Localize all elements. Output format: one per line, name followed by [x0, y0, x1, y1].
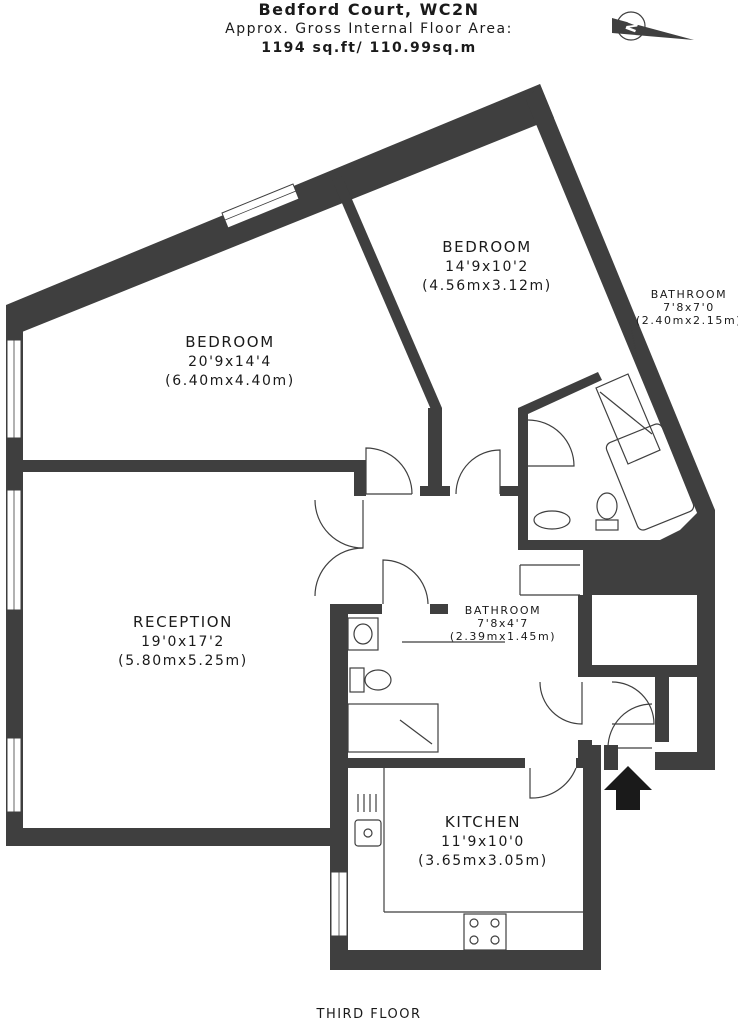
room-name: BATHROOM	[465, 604, 541, 617]
room-name: KITCHEN	[445, 813, 521, 831]
kitchen-fixtures	[354, 794, 507, 951]
sink-icon	[533, 510, 571, 530]
property-title: Bedford Court, WC2N	[258, 0, 480, 19]
room-name: BEDROOM	[442, 238, 532, 256]
room-dim-metric: (2.40mx2.15m)	[636, 314, 738, 327]
windows	[6, 183, 348, 937]
room-dim-metric: (2.39mx1.45m)	[450, 630, 556, 643]
internal-walls	[6, 176, 698, 913]
area-value: 1194 sq.ft/ 110.99sq.m	[261, 40, 477, 56]
room-dim-metric: (6.40mx4.40m)	[165, 373, 295, 389]
floor-label: THIRD FLOOR	[316, 1007, 422, 1022]
room-label-reception: RECEPTION 19'0x17'2 (5.80mx5.25m)	[118, 613, 248, 669]
compass-icon: N	[612, 11, 694, 41]
room-label-bedroom1: BEDROOM 20'9x14'4 (6.40mx4.40m)	[165, 333, 295, 389]
room-dim-imperial: 20'9x14'4	[188, 354, 272, 370]
room-label-bathroom1: BATHROOM 7'8x7'0 (2.40mx2.15m)	[636, 288, 738, 327]
bathroom1-fixtures	[533, 373, 695, 531]
room-label-bathroom2: BATHROOM 7'8x4'7 (2.39mx1.45m)	[450, 604, 556, 643]
room-dim-imperial: 14'9x10'2	[445, 259, 529, 275]
room-name: RECEPTION	[133, 613, 233, 631]
room-label-kitchen: KITCHEN 11'9x10'0 (3.65mx3.05m)	[418, 813, 548, 869]
hob-icon	[463, 913, 507, 951]
room-dim-imperial: 19'0x17'2	[141, 634, 225, 650]
room-dim-metric: (3.65mx3.05m)	[418, 853, 548, 869]
bathtub-icon	[347, 703, 439, 753]
room-name: BATHROOM	[651, 288, 727, 301]
doors	[314, 419, 655, 799]
room-dim-imperial: 11'9x10'0	[441, 834, 525, 850]
room-name: BEDROOM	[185, 333, 275, 351]
toilet-icon	[596, 492, 618, 520]
entrance-arrow-icon	[604, 766, 652, 810]
bathroom2-fixtures	[347, 617, 439, 753]
sink-icon	[354, 819, 382, 847]
outer-walls	[6, 84, 715, 970]
sink-icon	[347, 617, 379, 651]
room-dim-metric: (4.56mx3.12m)	[422, 278, 552, 294]
toilet-icon	[364, 669, 392, 691]
bathtub-icon	[605, 423, 695, 531]
room-dim-imperial: 7'8x7'0	[663, 301, 715, 314]
area-subtitle: Approx. Gross Internal Floor Area:	[225, 21, 513, 37]
room-dim-imperial: 7'8x4'7	[477, 617, 529, 630]
compass-letter: N	[623, 18, 642, 34]
room-label-bedroom2: BEDROOM 14'9x10'2 (4.56mx3.12m)	[422, 238, 552, 294]
room-dim-metric: (5.80mx5.25m)	[118, 653, 248, 669]
